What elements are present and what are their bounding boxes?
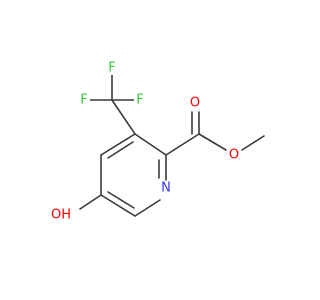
bond-o-methyl	[241, 135, 265, 151]
bond-ring-double-c5-c6	[107, 191, 135, 209]
bond-ring-c6-n1	[134, 199, 161, 217]
atom-labels: F F F O O N OH	[48, 61, 241, 223]
fluorine-1-label: F	[108, 61, 115, 76]
bond-c2-carboxyl	[165, 133, 200, 156]
atom-ring-nitrogen: N	[160, 181, 172, 196]
fluorine-2-label: F	[80, 93, 87, 108]
bond-c5-oh	[79, 194, 102, 210]
bond-ring-c3-c4	[100, 133, 136, 156]
bond-c3-cf3	[111, 99, 136, 135]
fluorine-3-label: F	[136, 93, 143, 108]
atom-fluorine-1: F	[106, 61, 118, 76]
bond-carboxyl-o	[198, 133, 227, 151]
ring-nitrogen-label: N	[161, 181, 171, 196]
bonds	[79, 73, 265, 217]
atom-fluorine-3: F	[134, 93, 146, 108]
carbonyl-oxygen-label: O	[190, 96, 200, 111]
atom-hydroxyl: OH	[48, 208, 74, 223]
bond-ring-c5-c6	[100, 194, 136, 217]
atom-ester-oxygen: O	[228, 148, 241, 163]
bond-ring-c2-c3	[134, 133, 167, 156]
hydroxyl-label: OH	[51, 208, 71, 223]
bond-ring-double-c3-c4	[107, 141, 134, 159]
ester-oxygen-label: O	[229, 148, 239, 163]
atom-carbonyl-oxygen: O	[189, 96, 202, 111]
molecule-structure-diagram: F F F O O N OH	[48, 60, 265, 223]
atom-fluorine-2: F	[78, 93, 90, 108]
